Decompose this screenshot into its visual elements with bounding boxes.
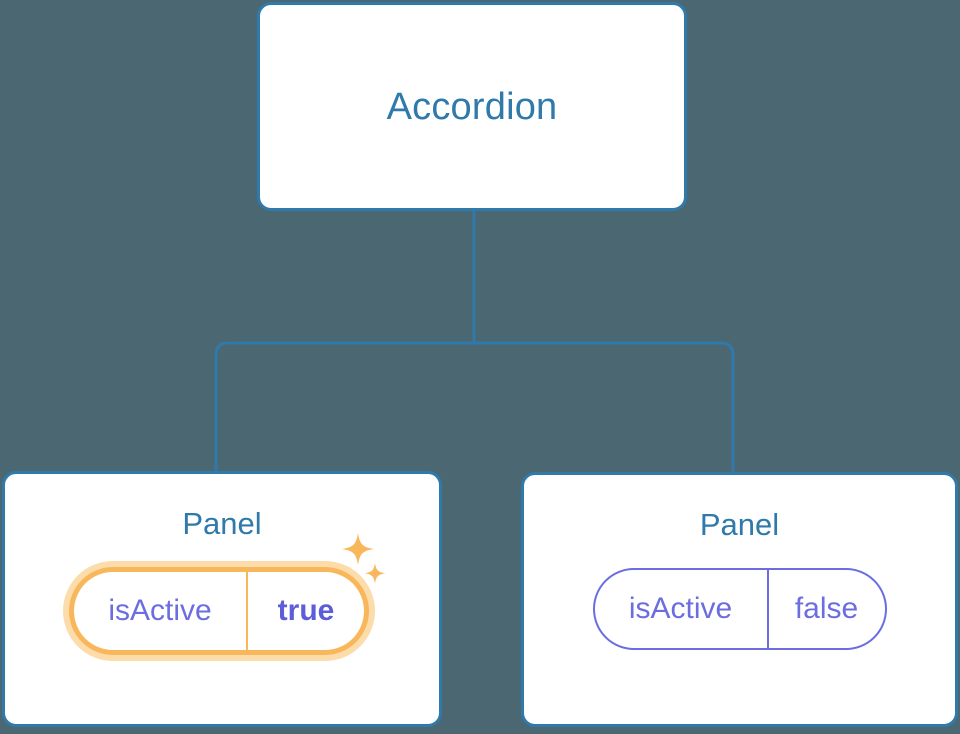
connector-bus-to-right-panel	[474, 341, 735, 473]
prop-pill-isactive-true[interactable]: isActive true	[69, 567, 369, 655]
prop-pill-isactive-false[interactable]: isActive false	[592, 568, 887, 650]
node-panel-left-title: Panel	[182, 506, 262, 541]
node-panel-left[interactable]: Panel isActive true	[2, 471, 442, 727]
connector-bus-to-left-panel	[214, 341, 474, 473]
node-accordion-title: Accordion	[386, 85, 558, 128]
prop-pill-wrap-left: isActive true	[69, 533, 386, 655]
prop-key-isactive-left: isActive	[108, 594, 212, 627]
prop-value-isactive-right: false	[766, 570, 885, 648]
node-panel-right[interactable]: Panel isActive false	[521, 472, 958, 727]
sparkle-large-icon	[342, 533, 374, 565]
prop-key-isactive-right: isActive	[628, 592, 733, 625]
node-panel-right-body: Panel isActive false	[524, 475, 955, 724]
prop-value-isactive-left: true	[246, 572, 364, 650]
node-accordion[interactable]: Accordion	[257, 2, 687, 211]
prop-pill-wrap-right: isActive false	[592, 568, 887, 650]
sparkle-small-icon	[364, 563, 386, 584]
node-panel-right-title: Panel	[699, 507, 780, 542]
node-panel-left-body: Panel isActive true	[5, 474, 439, 724]
